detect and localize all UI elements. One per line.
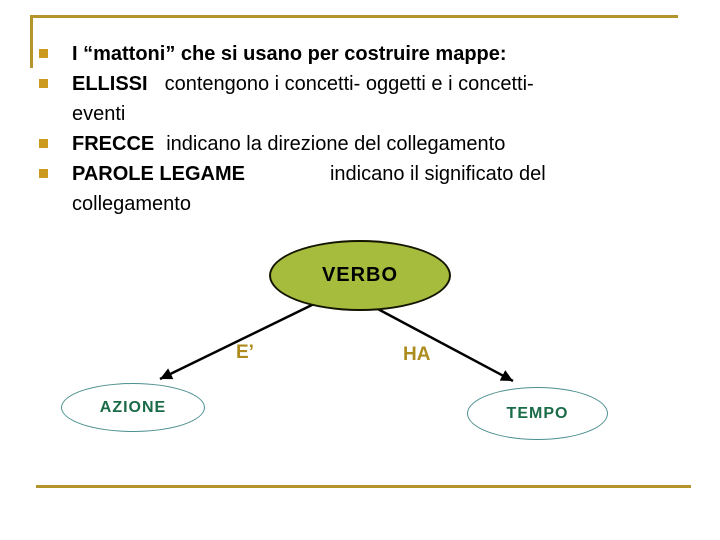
node-azione-label: AZIONE bbox=[99, 398, 167, 416]
node-verbo-label: VERBO bbox=[321, 264, 399, 286]
bullet-rest-text: contengono i concetti- oggetti e i conce… bbox=[164, 73, 534, 95]
edge-label-ha: HA bbox=[403, 344, 431, 365]
arrow-verbo-tempo bbox=[373, 305, 514, 383]
node-azione: AZIONE bbox=[61, 383, 205, 432]
bottom-rule bbox=[36, 485, 691, 488]
bullet-item: ELLISSI contengono i concetti- oggetti e … bbox=[39, 69, 684, 129]
bullet-lead-text: ELLISSI bbox=[72, 73, 148, 95]
bullet-item: I “mattoni” che si usano per costruire m… bbox=[39, 39, 684, 69]
bullet-lead-text: PAROLE LEGAME bbox=[72, 163, 245, 185]
node-tempo: TEMPO bbox=[467, 387, 608, 440]
bullet-lead-text: I “mattoni” che si usano per costruire m… bbox=[72, 43, 507, 65]
bullet-square-icon bbox=[39, 49, 48, 58]
bullet-list: I “mattoni” che si usano per costruire m… bbox=[39, 39, 684, 219]
bullet-cont-text: eventi bbox=[72, 103, 126, 125]
top-rule bbox=[30, 15, 678, 18]
bullet-lead-text: FRECCE bbox=[72, 133, 155, 155]
bullet-cont-text: collegamento bbox=[72, 193, 191, 215]
left-corner-rule bbox=[30, 15, 33, 68]
bullet-square-icon bbox=[39, 169, 48, 178]
arrow-verbo-azione bbox=[159, 301, 317, 381]
bullet-rest-text: indicano la direzione del collegamento bbox=[166, 133, 506, 155]
edge-label-e: E’ bbox=[236, 342, 254, 363]
bullet-square-icon bbox=[39, 139, 48, 148]
node-tempo-label: TEMPO bbox=[506, 404, 569, 422]
bullet-item: PAROLE LEGAME indicano il significato del… bbox=[39, 159, 684, 219]
node-verbo: VERBO bbox=[269, 240, 451, 311]
bullet-rest-text: indicano il significato del bbox=[329, 163, 546, 185]
bullet-square-icon bbox=[39, 79, 48, 88]
bullet-item: FRECCE indicano la direzione del collegam… bbox=[39, 129, 684, 159]
